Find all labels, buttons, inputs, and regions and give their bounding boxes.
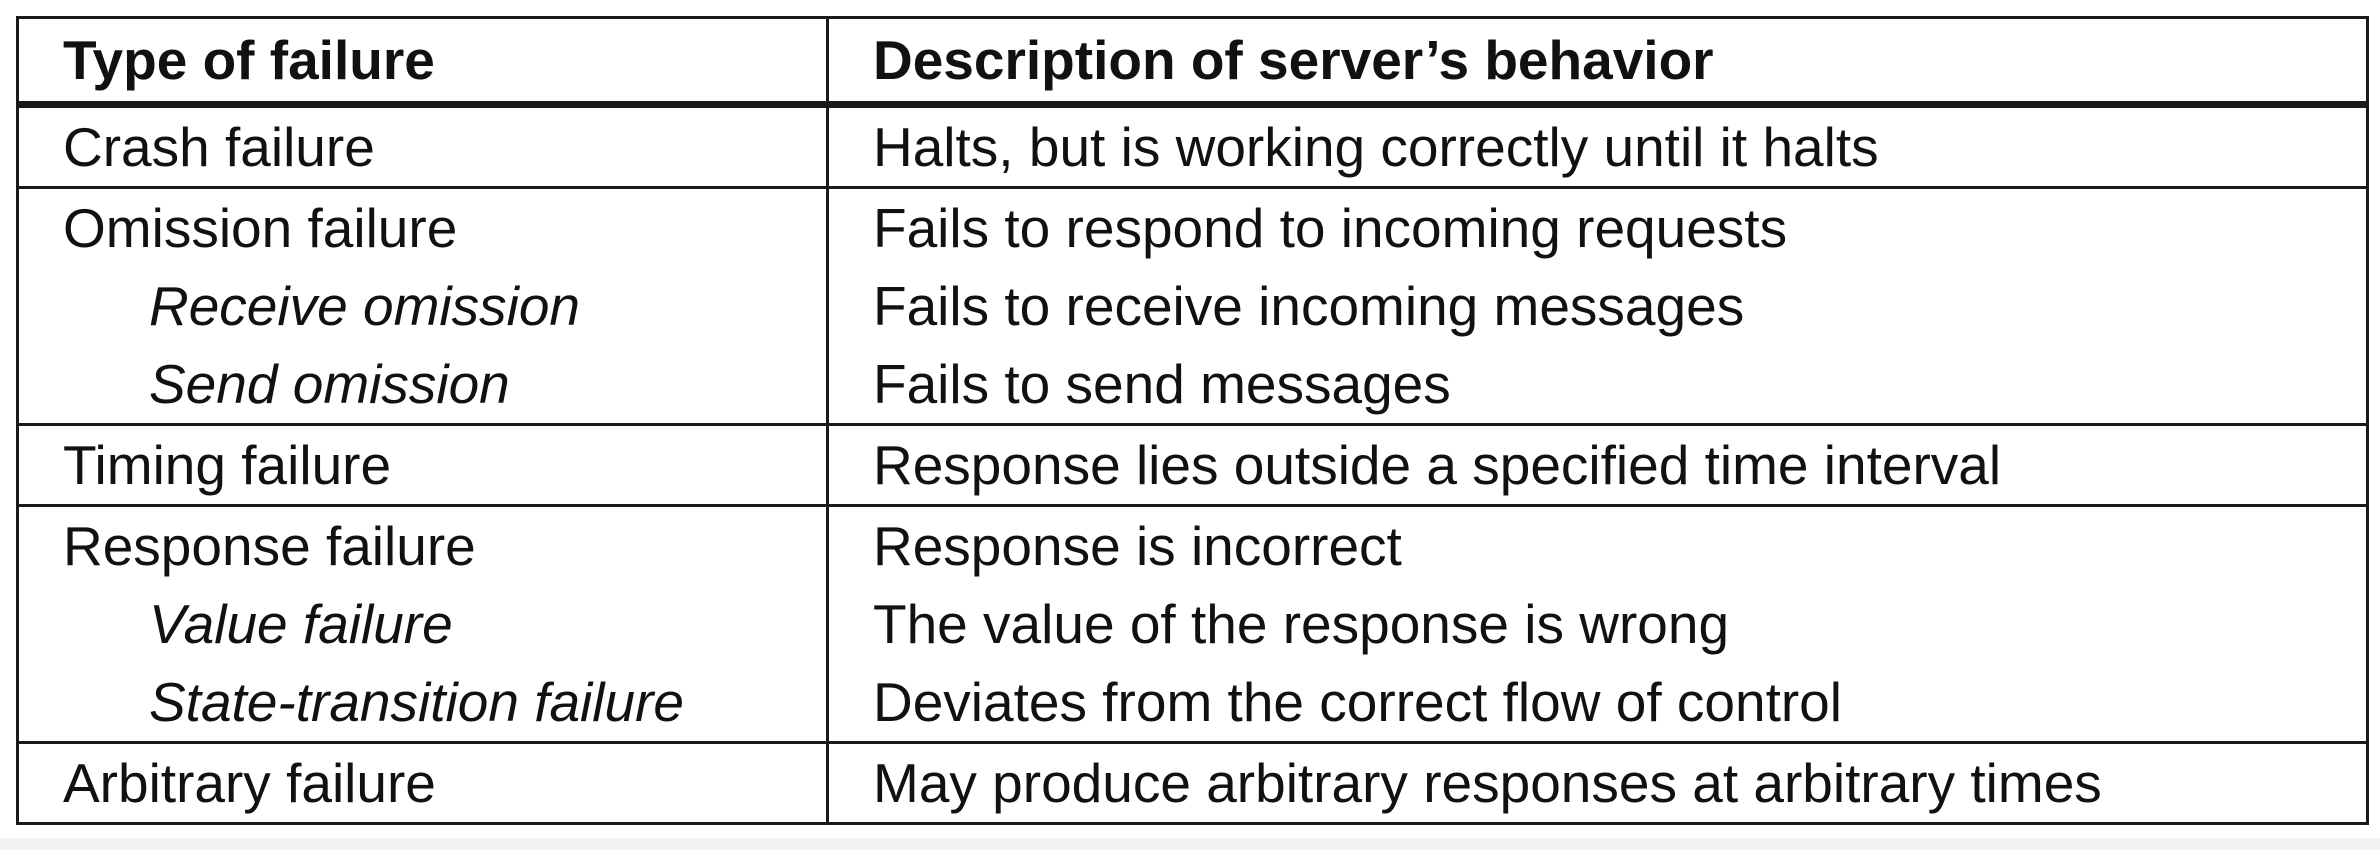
header-type-of-failure: Type of failure bbox=[17, 17, 829, 108]
failure-subtype-label: Send omission bbox=[149, 353, 510, 415]
failure-subtype-cell: Send omission bbox=[17, 345, 829, 426]
failure-description-cell: The value of the response is wrong bbox=[873, 593, 1730, 655]
failure-types-table: Type of failure Description of server’s … bbox=[16, 16, 2369, 825]
failure-type-label: Omission failure bbox=[63, 197, 458, 259]
table-row: Omission failure Fails to respond to inc… bbox=[17, 187, 2368, 267]
failure-subtype-label: Receive omission bbox=[149, 275, 581, 337]
failure-description-cell: Fails to receive incoming messages bbox=[873, 275, 1745, 337]
table-row: Timing failure Response lies outside a s… bbox=[17, 424, 2368, 507]
table-row: State-transition failure Deviates from t… bbox=[17, 663, 2368, 744]
failure-subtype-cell: Receive omission bbox=[17, 267, 829, 345]
table-row: Arbitrary failure May produce arbitrary … bbox=[17, 742, 2368, 824]
table-row: Response failure Response is incorrect bbox=[17, 505, 2368, 585]
failure-type-label: Response failure bbox=[63, 515, 476, 577]
table-row: Send omission Fails to send messages bbox=[17, 345, 2368, 426]
failure-type-cell: Omission failure bbox=[17, 187, 829, 267]
failure-subtype-label: State-transition failure bbox=[149, 671, 684, 733]
failure-type-cell: Response failure bbox=[17, 505, 829, 585]
failure-type-label: Crash failure bbox=[63, 116, 375, 178]
failure-type-cell: Arbitrary failure bbox=[17, 742, 829, 824]
failure-subtype-label: Value failure bbox=[149, 593, 453, 655]
table-row: Crash failure Halts, but is working corr… bbox=[17, 104, 2368, 189]
failure-description-cell: Fails to respond to incoming requests bbox=[873, 197, 1788, 259]
table-header-row: Type of failure Description of server’s … bbox=[17, 17, 2368, 108]
failure-type-cell: Timing failure bbox=[17, 424, 829, 507]
table-row: Receive omission Fails to receive incomi… bbox=[17, 267, 2368, 345]
failure-description-cell: Deviates from the correct flow of contro… bbox=[827, 663, 2368, 744]
failure-description-cell: Response lies outside a specified time i… bbox=[827, 424, 2368, 507]
failure-description-cell: Fails to send messages bbox=[827, 345, 2368, 426]
table-row: Value failure The value of the response … bbox=[17, 585, 2368, 663]
header-description: Description of server’s behavior bbox=[827, 17, 2368, 108]
failure-type-cell: Crash failure bbox=[17, 104, 829, 189]
failure-description-cell: Response is incorrect bbox=[873, 515, 1402, 577]
failure-type-label: Timing failure bbox=[63, 434, 392, 496]
failure-description-cell: Halts, but is working correctly until it… bbox=[827, 104, 2368, 189]
failure-subtype-cell: Value failure bbox=[17, 585, 829, 663]
failure-description-cell: May produce arbitrary responses at arbit… bbox=[873, 752, 2102, 814]
failure-type-label: Arbitrary failure bbox=[63, 752, 436, 814]
bottom-edge-strip bbox=[0, 838, 2380, 850]
failure-subtype-cell: State-transition failure bbox=[17, 663, 829, 744]
